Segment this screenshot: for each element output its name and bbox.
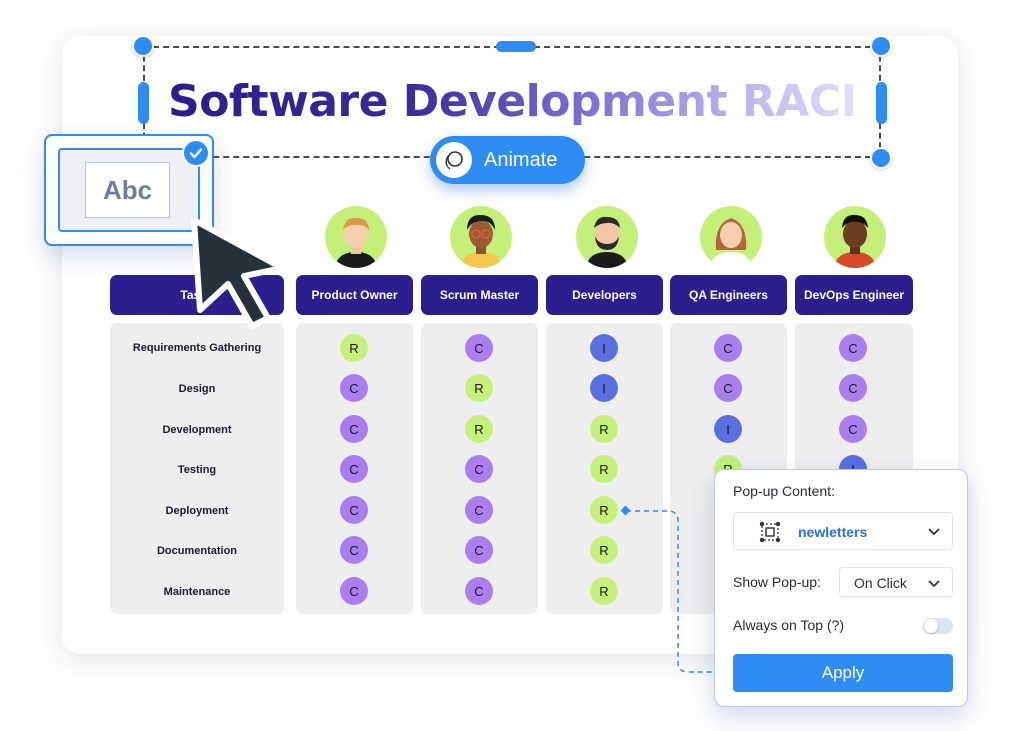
raci-cell[interactable]: C [465,334,493,362]
resize-handle-top-left[interactable] [132,35,154,57]
raci-cell[interactable]: I [714,415,742,443]
chevron-down-icon [928,580,940,588]
header-label: Scrum Master [439,288,520,302]
toggle-knob [924,619,938,633]
popup-content-label: Pop-up Content: [733,483,835,499]
check-icon [182,139,210,167]
raci-cell[interactable]: C [839,415,867,443]
task-label: Testing [177,464,217,476]
show-popup-label: Show Pop-up: [733,574,821,590]
show-popup-value: On Click [854,575,907,591]
raci-cell[interactable]: R [590,496,618,524]
header-label: DevOps Engineer [803,288,905,302]
raci-cell[interactable]: C [340,577,368,605]
header-label: QA Engineers [689,288,768,302]
popup-content-value: newletters [798,524,868,540]
cursor-arrow-icon [191,217,285,329]
raci-cell[interactable]: R [590,415,618,443]
header-product-owner: Product Owner [296,275,413,315]
animate-icon [436,142,472,178]
task-label: Design [178,383,216,395]
raci-cell[interactable]: R [465,415,493,443]
apply-label: Apply [821,663,865,682]
raci-cell[interactable]: R [590,536,618,564]
raci-cell[interactable]: C [714,374,742,402]
raci-cell[interactable]: C [340,415,368,443]
raci-cell[interactable]: C [465,536,493,564]
avatar-developers [576,206,638,268]
task-label: Maintenance [163,586,231,598]
raci-cell[interactable]: C [340,455,368,483]
raci-cell[interactable]: C [839,374,867,402]
raci-cell[interactable]: R [340,334,368,362]
raci-cell[interactable]: C [340,374,368,402]
raci-cell[interactable]: R [590,577,618,605]
task-label: Development [162,424,232,436]
tasks-column [110,323,284,614]
show-popup-select[interactable]: On Click [839,567,953,597]
resize-handle-top-right[interactable] [870,35,892,57]
raci-cell[interactable]: R [465,374,493,402]
textbox-sample: Abc [85,162,170,218]
header-label: Product Owner [311,288,398,302]
popup-content-select[interactable]: newletters [733,512,953,550]
raci-cell[interactable]: C [465,455,493,483]
avatar-qa-engineers [700,206,762,268]
avatar-scrum-master [450,206,512,268]
always-on-top-label: Always on Top (?) [733,617,845,633]
header-label: Developers [572,288,637,302]
resize-handle-bottom-right[interactable] [870,147,892,169]
animate-label: Animate [484,148,558,171]
popup-settings-panel: Pop-up Content: newletters Show Pop-up: … [714,469,968,707]
raci-cell[interactable]: I [590,334,618,362]
resize-handle-left[interactable] [138,82,149,124]
header-qa-engineers: QA Engineers [670,275,787,315]
avatar-devops-engineer [824,206,886,268]
raci-cell[interactable]: C [340,536,368,564]
raci-cell[interactable]: C [465,577,493,605]
apply-button[interactable]: Apply [733,654,953,692]
raci-cell[interactable]: C [340,496,368,524]
slide-title[interactable]: Software Development RACI [168,70,868,134]
resize-handle-top[interactable] [496,41,536,52]
raci-cell[interactable]: C [714,334,742,362]
raci-cell[interactable]: R [590,455,618,483]
header-scrum-master: Scrum Master [421,275,538,315]
task-label: Deployment [165,505,229,517]
header-devops-engineer: DevOps Engineer [795,275,913,315]
task-label: Documentation [156,545,238,557]
always-on-top-toggle[interactable] [923,618,953,634]
task-label: Requirements Gathering [132,342,262,354]
raci-cell[interactable]: I [590,374,618,402]
raci-cell[interactable]: C [465,496,493,524]
avatar-product-owner [325,206,387,268]
raci-cell[interactable]: C [839,334,867,362]
header-developers: Developers [546,275,663,315]
chevron-down-icon [928,528,940,536]
animate-button[interactable]: Animate [430,136,585,184]
resize-handle-right[interactable] [876,82,887,124]
frame-icon [759,521,781,543]
